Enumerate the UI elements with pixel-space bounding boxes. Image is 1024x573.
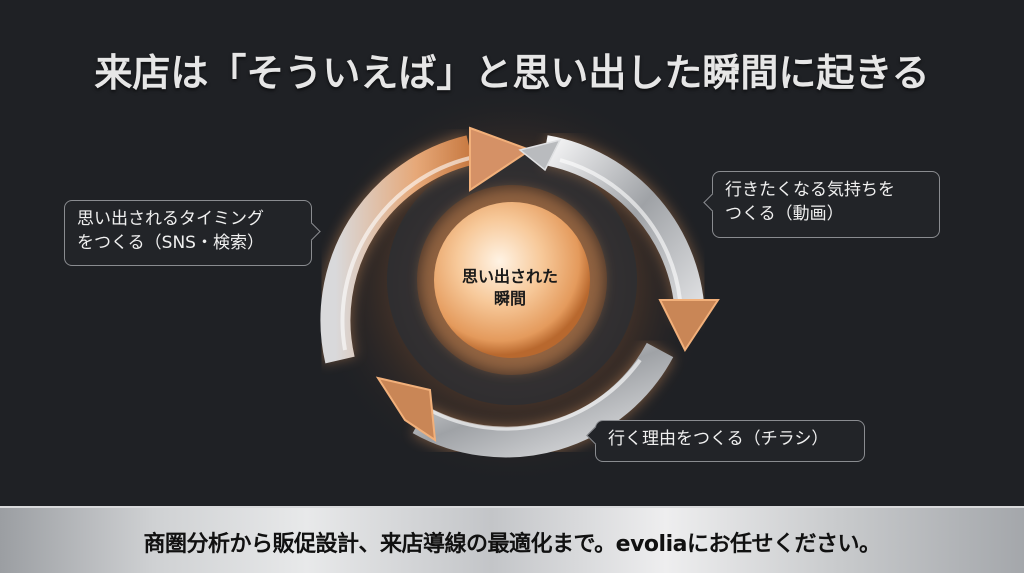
step-bubble-flyer: 行く理由をつくる（チラシ） (586, 420, 865, 462)
center-label-line2: 瞬間 (493, 289, 526, 308)
cycle-arrow-icon (375, 341, 675, 460)
step-text-line2: をつくる（SNS・検索） (77, 233, 264, 253)
cycle-arrow-icon (518, 133, 720, 352)
step-text-line1: 思い出されるタイミング (77, 209, 264, 229)
step-bubble-video: 行きたくなる気持ちを つくる（動画） (703, 171, 940, 238)
center-label: 思い出された 瞬間 (440, 266, 580, 310)
center-label-line1: 思い出された (461, 267, 558, 286)
step-bubble-sns-search: 思い出されるタイミング をつくる（SNS・検索） (64, 200, 321, 266)
step-text-line1: 行く理由をつくる（チラシ） (608, 429, 829, 449)
step-text-line2: つくる（動画） (725, 204, 844, 224)
footer-banner: 商圏分析から販促設計、来店導線の最適化まで。evoliaにお任せください。 (0, 506, 1024, 573)
step-text-line1: 行きたくなる気持ちを (725, 180, 895, 200)
cycle-arrow-icon (318, 126, 533, 364)
footer-text: 商圏分析から販促設計、来店導線の最適化まで。evoliaにお任せください。 (143, 532, 881, 557)
